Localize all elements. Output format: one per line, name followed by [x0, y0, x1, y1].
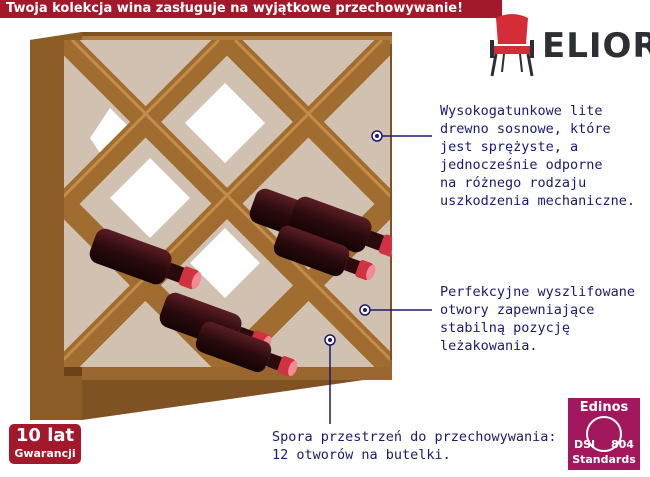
warranty-years: 10 lat	[15, 425, 75, 446]
callout-line: drewno sosnowe, które	[440, 121, 611, 137]
callout-line: otwory zapewniające	[440, 302, 595, 318]
warranty-label: Gwarancji	[14, 447, 76, 460]
wine-rack-image	[30, 32, 392, 420]
callout-wood: Wysokogatunkowe lite drewno sosnowe, któ…	[440, 102, 650, 210]
dsi-seal-icon: DSI 804	[574, 416, 634, 452]
certification-name: Edinos	[579, 400, 629, 415]
callout-line: stabilną pozycję	[440, 320, 571, 336]
brand-name: ELIOR	[542, 26, 650, 66]
callout-line: Perfekcyjne wyszlifowane	[440, 284, 636, 300]
callout-line: Wysokogatunkowe lite	[440, 103, 603, 119]
warranty-badge: 10 lat Gwarancji	[9, 424, 81, 464]
wine-bottles	[89, 188, 392, 377]
certification-code-right: 804	[611, 438, 634, 451]
callout-line: jest sprężyste, a	[440, 139, 579, 155]
callout-line: na różnego rodzaju	[440, 175, 587, 191]
callout-holes: Perfekcyjne wyszlifowane otwory zapewnia…	[440, 283, 650, 355]
callout-line: Spora przestrzeń do przechowywania:	[272, 429, 557, 445]
callout-line: leżakowania.	[440, 338, 538, 354]
certification-label: Standards	[572, 453, 636, 466]
certification-code-left: DSI	[574, 438, 595, 451]
callout-line: uszkodzenia mechaniczne.	[440, 193, 636, 209]
callout-line: 12 otworów na butelki.	[272, 447, 451, 463]
callout-capacity: Spora przestrzeń do przechowywania: 12 o…	[272, 428, 572, 464]
brand-logo[interactable]: ELIOR	[482, 10, 650, 80]
promo-banner: Twoja kolekcja wina zasługuje na wyjątko…	[0, 0, 502, 18]
callout-line: jednocześnie odporne	[440, 157, 603, 173]
chair-icon	[490, 14, 534, 77]
certification-badge: Edinos DSI 804 Standards	[568, 398, 640, 470]
